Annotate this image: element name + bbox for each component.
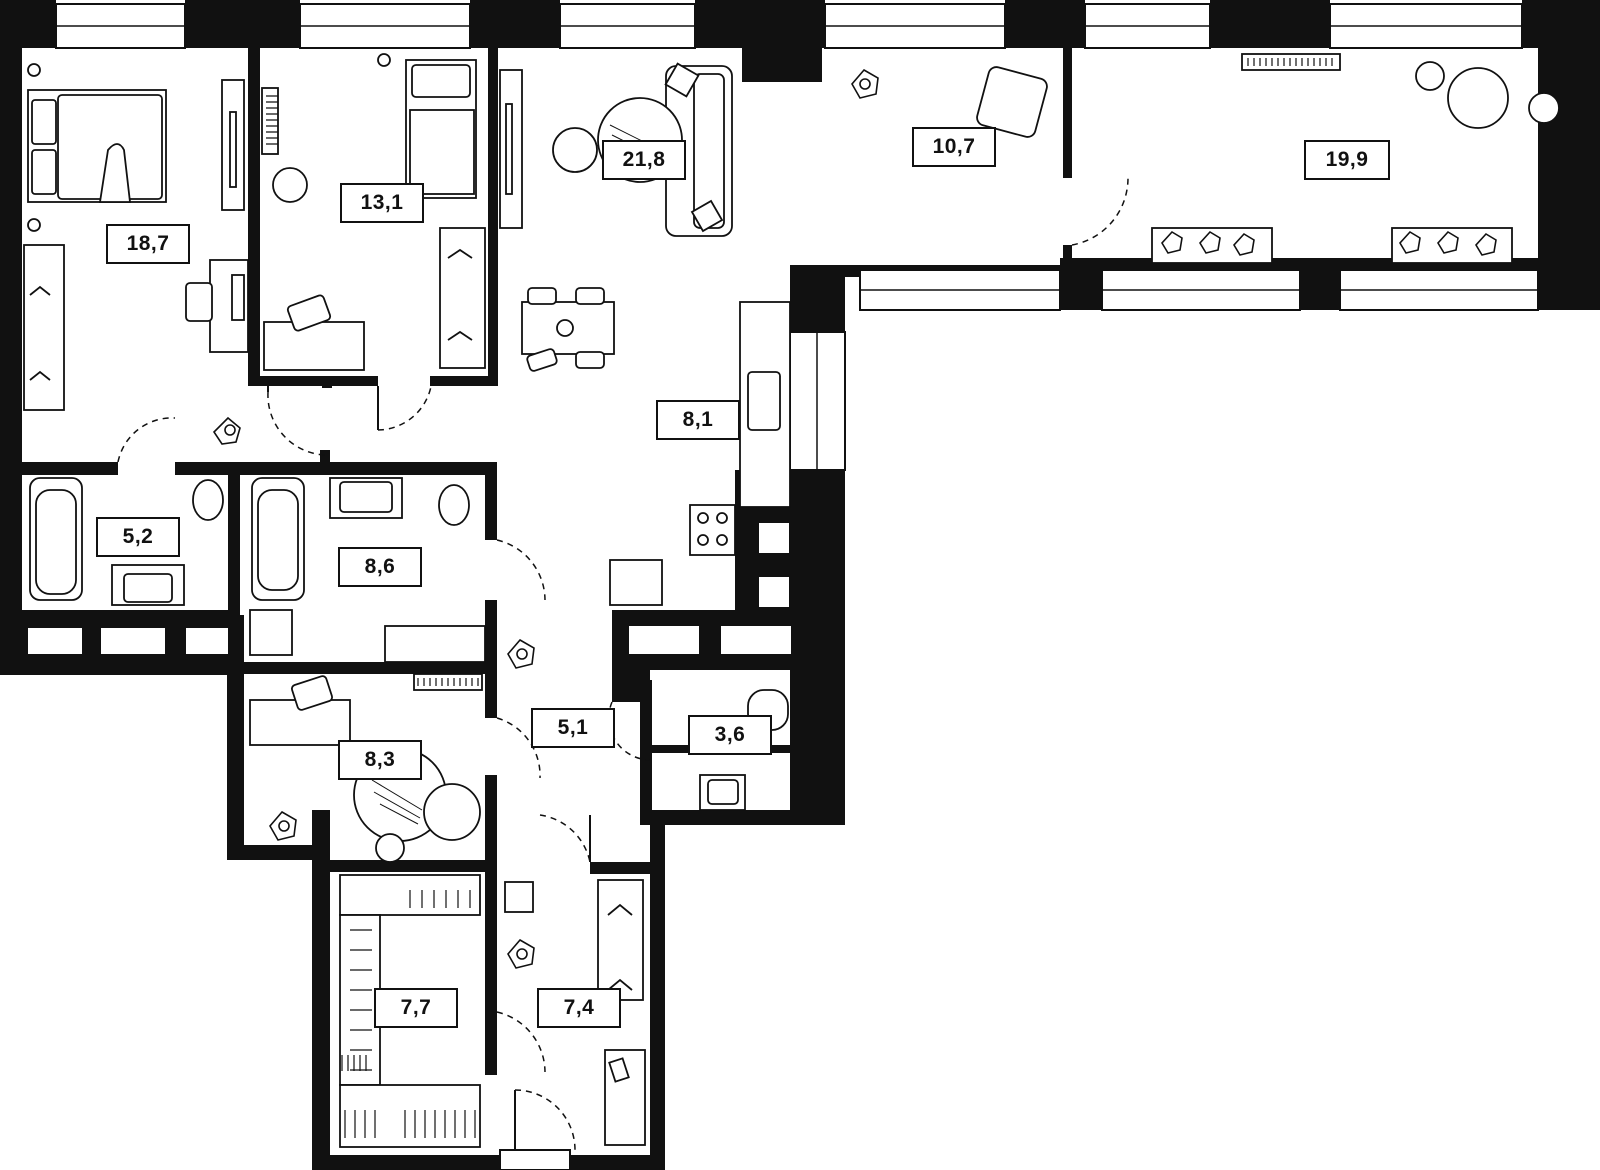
area-label-corridor: 5,1 (531, 708, 615, 748)
area-label-kitchen: 8,1 (656, 400, 740, 440)
plant-icon-7 (1399, 230, 1497, 256)
plant-icon-2 (851, 68, 879, 99)
area-label-bathroom-1: 5,2 (96, 517, 180, 557)
area-label-bathroom-2: 8,6 (338, 547, 422, 587)
area-label-bedroom-2: 13,1 (340, 183, 424, 223)
area-label-toilet: 3,6 (688, 715, 772, 755)
plant-icon-3 (507, 638, 535, 669)
area-label-study-corner: 10,7 (912, 127, 996, 167)
plant-icons (212, 68, 1497, 969)
area-label-wardrobe: 7,7 (374, 988, 458, 1028)
area-label-hallway: 7,4 (537, 988, 621, 1028)
area-label-office: 8,3 (338, 740, 422, 780)
plant-icon-5 (507, 938, 535, 969)
plant-icon-4 (269, 810, 297, 841)
area-label-living-room: 21,8 (602, 140, 686, 180)
area-label-bedroom-1: 18,7 (106, 224, 190, 264)
sofa-icon (664, 62, 733, 237)
plant-icon-1 (212, 416, 241, 445)
single-bed-icon (405, 59, 477, 199)
door-swings (117, 177, 1129, 1151)
double-bed-icon (27, 63, 167, 232)
area-label-balcony: 19,9 (1304, 140, 1390, 180)
plant-icon-6 (1161, 230, 1255, 256)
